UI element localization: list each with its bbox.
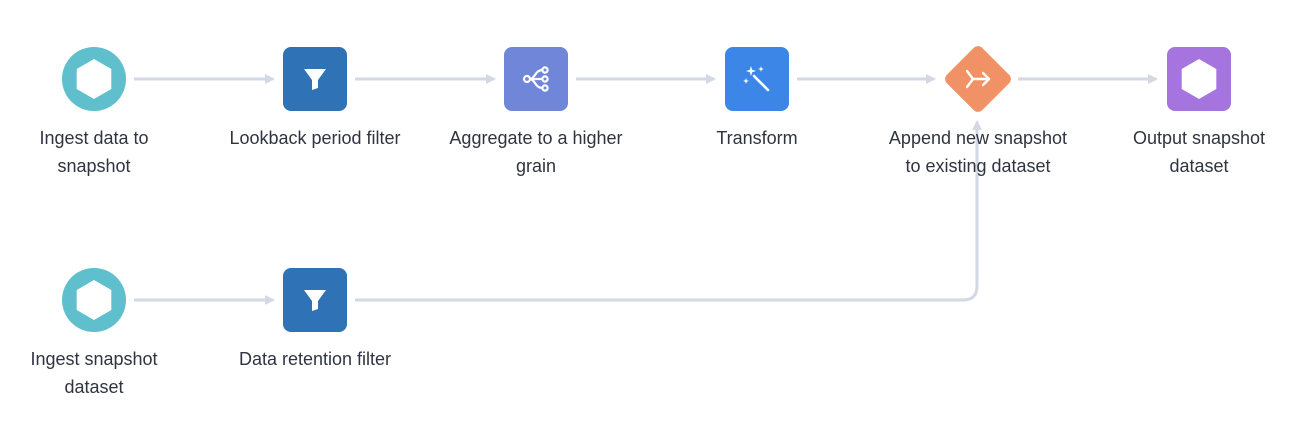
merge-arrow-icon [965,69,991,89]
hexagon-icon [1181,59,1217,99]
node-ingest-snapshot-label: Ingest snapshot dataset [30,349,158,397]
node-append-label: Append new snapshot to existing dataset [888,128,1068,176]
node-ingest-data-label: Ingest data to snapshot [39,128,149,176]
hexagon-icon [76,280,112,320]
filter-icon [304,69,326,90]
node-retention-filter-label: Data retention filter [238,349,392,369]
node-lookback-filter[interactable] [283,47,347,111]
magic-wand-icon [743,66,770,92]
node-output[interactable] [1167,47,1231,111]
append-icon-holder [942,43,1014,115]
node-ingest-data[interactable] [62,47,126,111]
node-retention-filter[interactable] [283,268,347,332]
node-ingest-snapshot[interactable] [62,268,126,332]
node-aggregate-label: Aggregate to a higher grain [449,128,623,176]
filter-icon [304,290,326,311]
node-lookback-filter-label: Lookback period filter [229,128,401,148]
hexagon-icon [76,59,112,99]
node-append[interactable] [942,43,1014,115]
connector-retention-to-append [355,120,982,302]
node-transform-label: Transform [716,128,798,148]
node-output-label: Output snapshot dataset [1132,128,1266,176]
node-aggregate[interactable] [504,47,568,111]
node-transform[interactable] [725,47,789,111]
aggregate-icon [522,66,549,92]
